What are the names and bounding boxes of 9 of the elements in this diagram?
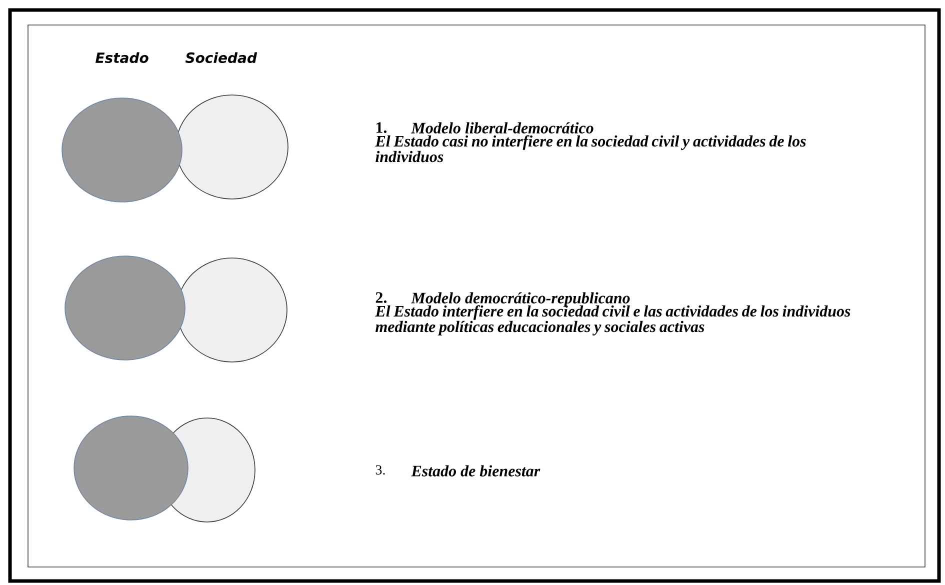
- column-heading: Estado: [96, 52, 148, 64]
- model-title: Modelo liberal-democrático: [411, 122, 594, 134]
- column-heading: Sociedad: [185, 52, 258, 64]
- model-description: El Estado interfiere en la sociedad civil e las actividades de los individuos mediante políticas educacionales y sociales activas: [375, 305, 850, 336]
- item-number: 1.: [376, 122, 386, 133]
- item-number: 2.: [376, 292, 386, 303]
- model-title: Estado de bienestar: [411, 465, 540, 476]
- model-description: El Estado casi no interfiere en la sociedad civil y actividades de los individuos: [375, 135, 806, 162]
- item-number: 3.: [376, 465, 385, 475]
